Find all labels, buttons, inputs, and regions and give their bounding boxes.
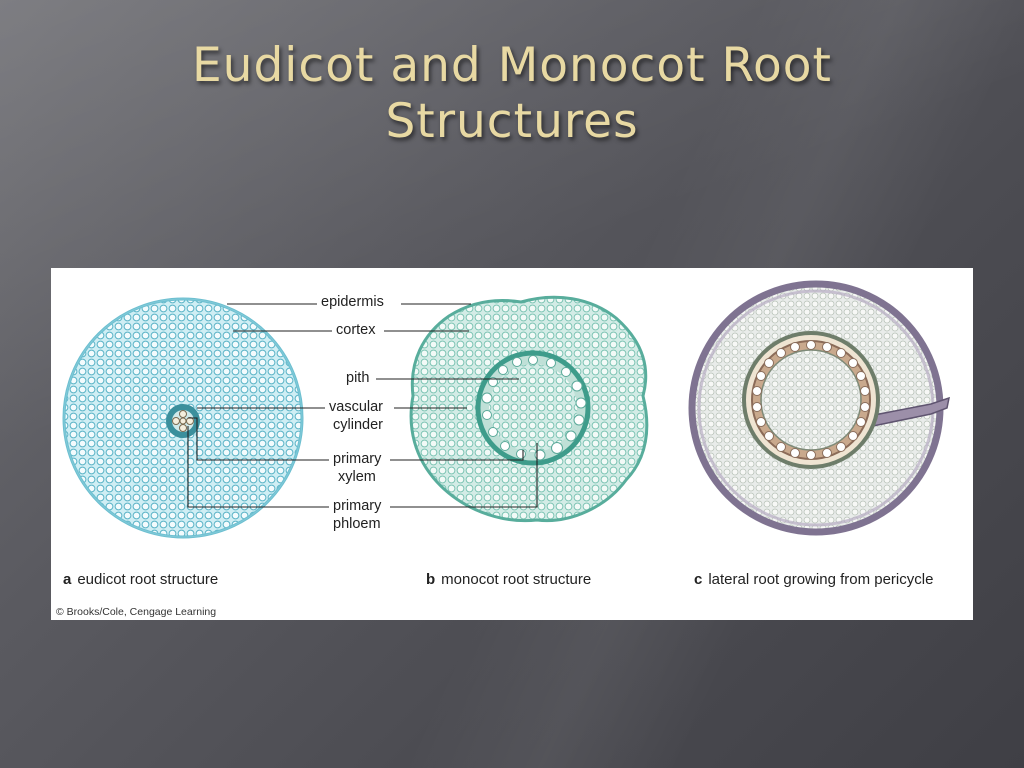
label-epidermis: epidermis	[321, 294, 384, 310]
caption-c-text: lateral root growing from pericycle	[708, 571, 934, 588]
title-line-1: Eudicot and Monocot Root	[191, 38, 832, 93]
label-cortex: cortex	[336, 322, 376, 338]
slide-title: Eudicot and Monocot Root Structures	[100, 38, 924, 150]
caption-a: a eudicot root structure	[63, 571, 218, 588]
label-pith: pith	[346, 370, 370, 386]
eudicot-root-section	[62, 297, 304, 539]
caption-a-text: eudicot root structure	[77, 571, 219, 588]
caption-b: b monocot root structure	[426, 571, 591, 588]
label-cylinder: cylinder	[333, 417, 383, 433]
caption-c: c lateral root growing from pericycle	[694, 571, 933, 588]
figure-illustration	[62, 280, 950, 539]
label-primary-phloem-2: phloem	[333, 516, 381, 532]
label-primary-phloem-1: primary	[333, 498, 382, 514]
leader-lines	[187, 303, 538, 508]
caption-b-letter: b	[426, 571, 436, 588]
lateral-root-section	[688, 280, 950, 536]
copyright-credit: © Brooks/Cole, Cengage Learning	[56, 606, 217, 618]
root-structures-figure: epidermis cortex pith vascular cylinder …	[51, 268, 973, 620]
label-primary-xylem-1: primary	[333, 451, 382, 467]
caption-b-text: monocot root structure	[441, 571, 592, 588]
monocot-root-section	[409, 295, 649, 523]
title-line-2: Structures	[385, 94, 639, 149]
caption-c-letter: c	[694, 571, 703, 588]
label-vascular: vascular	[329, 399, 383, 415]
label-primary-xylem-2: xylem	[338, 469, 376, 485]
caption-a-letter: a	[63, 571, 72, 588]
